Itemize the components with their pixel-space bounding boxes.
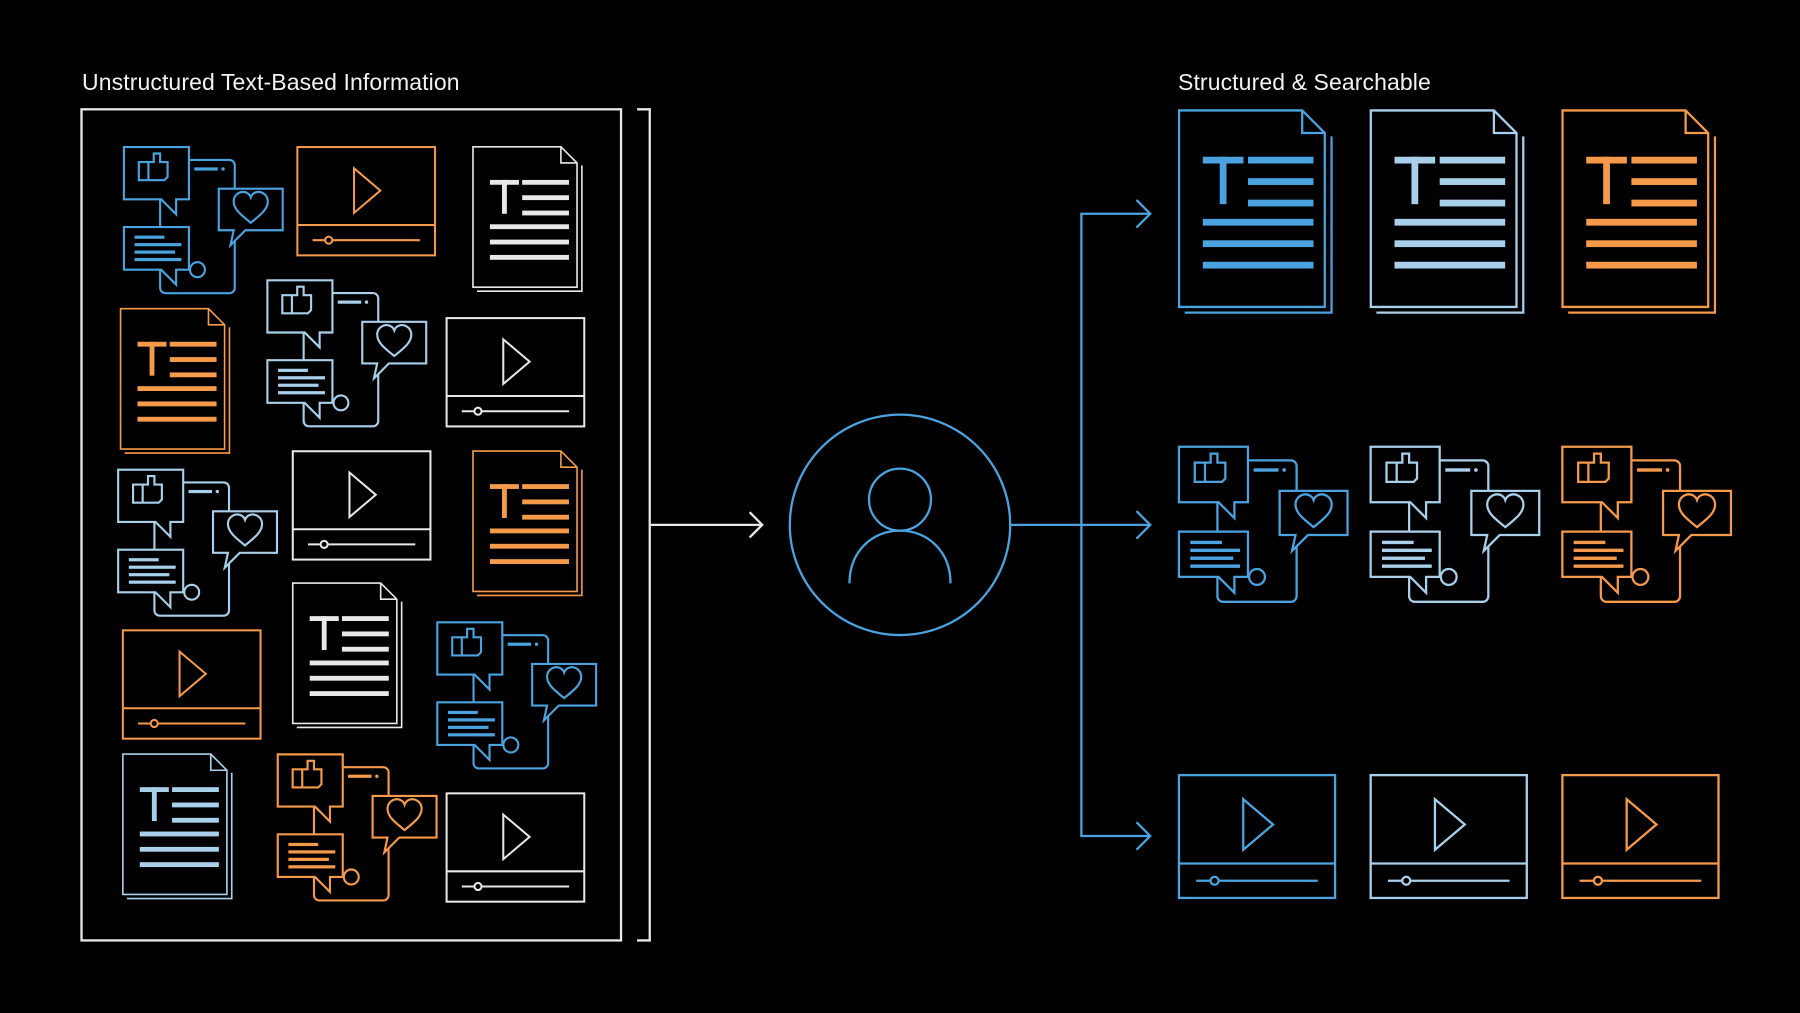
person-icon xyxy=(848,467,952,584)
social-media-icon xyxy=(122,146,284,295)
social-media-icon xyxy=(276,753,438,902)
social-media-icon xyxy=(1561,445,1733,603)
unstructured-items xyxy=(117,146,598,903)
video-icon xyxy=(1561,773,1720,900)
document-icon xyxy=(291,582,403,729)
structured-row-social xyxy=(1177,445,1733,603)
unstructured-container xyxy=(80,108,623,942)
document-icon xyxy=(122,753,233,900)
person-circle xyxy=(788,413,1012,637)
document-icon xyxy=(472,146,583,293)
social-media-icon xyxy=(117,468,279,617)
video-icon xyxy=(1369,773,1528,900)
structured-row-documents xyxy=(1177,109,1717,314)
video-icon xyxy=(1177,773,1337,900)
input-arrow xyxy=(650,511,764,539)
social-media-icon xyxy=(436,621,598,770)
bracket xyxy=(637,108,651,942)
person-node xyxy=(788,413,1012,637)
document-icon xyxy=(1177,109,1333,314)
document-icon xyxy=(1369,109,1525,314)
video-icon xyxy=(445,317,586,428)
document-icon xyxy=(1561,109,1717,314)
video-icon xyxy=(445,792,586,903)
unstructured-title: Unstructured Text-Based Information xyxy=(82,69,460,95)
structured-row-videos xyxy=(1177,773,1720,900)
video-icon xyxy=(121,629,262,740)
social-media-icon xyxy=(266,279,428,428)
video-icon xyxy=(291,450,432,561)
social-media-icon xyxy=(1177,445,1349,603)
document-icon xyxy=(119,307,231,454)
structured-title: Structured & Searchable xyxy=(1178,69,1431,95)
video-icon xyxy=(296,146,437,257)
output-arrows xyxy=(1010,199,1152,851)
social-media-icon xyxy=(1369,445,1541,603)
document-icon xyxy=(472,450,583,597)
